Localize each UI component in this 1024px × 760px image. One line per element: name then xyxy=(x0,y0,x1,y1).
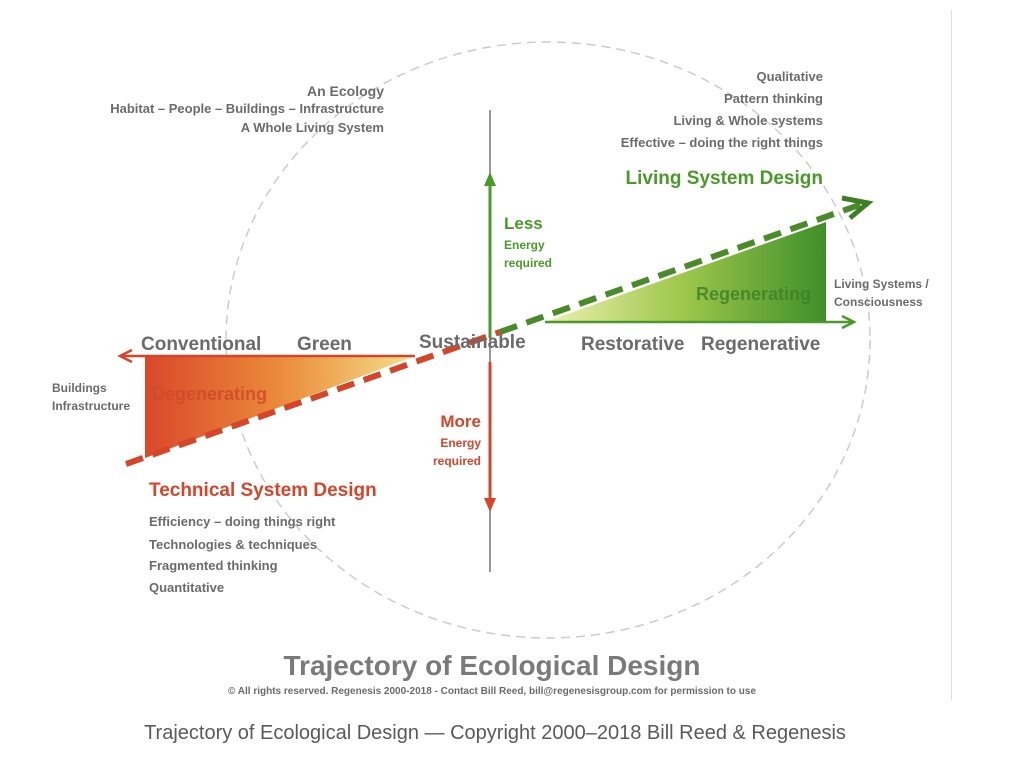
stage-green: Green xyxy=(297,334,352,355)
stage-sustainable: Sustainable xyxy=(419,332,526,353)
regenerating-triangle xyxy=(545,222,826,322)
less-energy-arrow xyxy=(484,172,496,338)
trajectory-arrowhead xyxy=(841,195,874,220)
living-quality-2: Pattern thinking xyxy=(724,91,823,106)
less-required-label: required xyxy=(504,256,552,270)
more-label: More xyxy=(440,412,481,431)
figure-caption: Trajectory of Ecological Design — Copyri… xyxy=(144,722,846,744)
regenerating-axis-arrow xyxy=(545,314,857,330)
ecology-line2: A Whole Living System xyxy=(241,120,384,135)
ecology-title: An Ecology xyxy=(307,83,384,99)
infrastructure-label: Infrastructure xyxy=(52,399,130,413)
technical-system-design-title: Technical System Design xyxy=(149,480,377,501)
technical-quality-2: Technologies & techniques xyxy=(149,537,317,552)
more-required-label: required xyxy=(433,454,481,468)
technical-quality-4: Quantitative xyxy=(149,580,224,595)
stage-conventional: Conventional xyxy=(141,334,261,355)
living-systems-label: Living Systems / xyxy=(834,277,929,291)
buildings-label: Buildings xyxy=(52,381,107,395)
image-border xyxy=(951,10,952,700)
stage-restorative: Restorative xyxy=(581,334,685,355)
copyright-notice: © All rights reserved. Regenesis 2000-20… xyxy=(228,686,756,697)
dashed-circle xyxy=(225,41,871,639)
technical-quality-3: Fragmented thinking xyxy=(149,558,278,573)
trajectory-dashed-green xyxy=(498,201,864,335)
living-quality-4: Effective – doing the right things xyxy=(621,135,823,150)
more-energy-arrow xyxy=(484,362,496,512)
less-label: Less xyxy=(504,214,543,233)
ecology-line1: Habitat – People – Buildings – Infrastru… xyxy=(110,101,384,116)
diagram-title: Trajectory of Ecological Design xyxy=(283,650,700,681)
trajectory-diagram: An Ecology Habitat – People – Buildings … xyxy=(52,41,929,697)
trajectory-dashed-red xyxy=(125,329,501,467)
consciousness-label: Consciousness xyxy=(834,295,923,309)
technical-quality-1: Efficiency – doing things right xyxy=(149,514,336,529)
living-quality-1: Qualitative xyxy=(757,69,823,84)
stage-regenerative: Regenerative xyxy=(701,334,820,355)
living-quality-3: Living & Whole systems xyxy=(673,113,823,128)
living-system-design-title: Living System Design xyxy=(626,168,823,189)
regenerating-label: Regenerating xyxy=(696,284,811,304)
less-energy-label: Energy xyxy=(504,238,545,252)
more-energy-label: Energy xyxy=(440,436,481,450)
degenerating-label: Degenerating xyxy=(152,384,267,404)
degenerating-axis-arrow xyxy=(117,348,415,364)
